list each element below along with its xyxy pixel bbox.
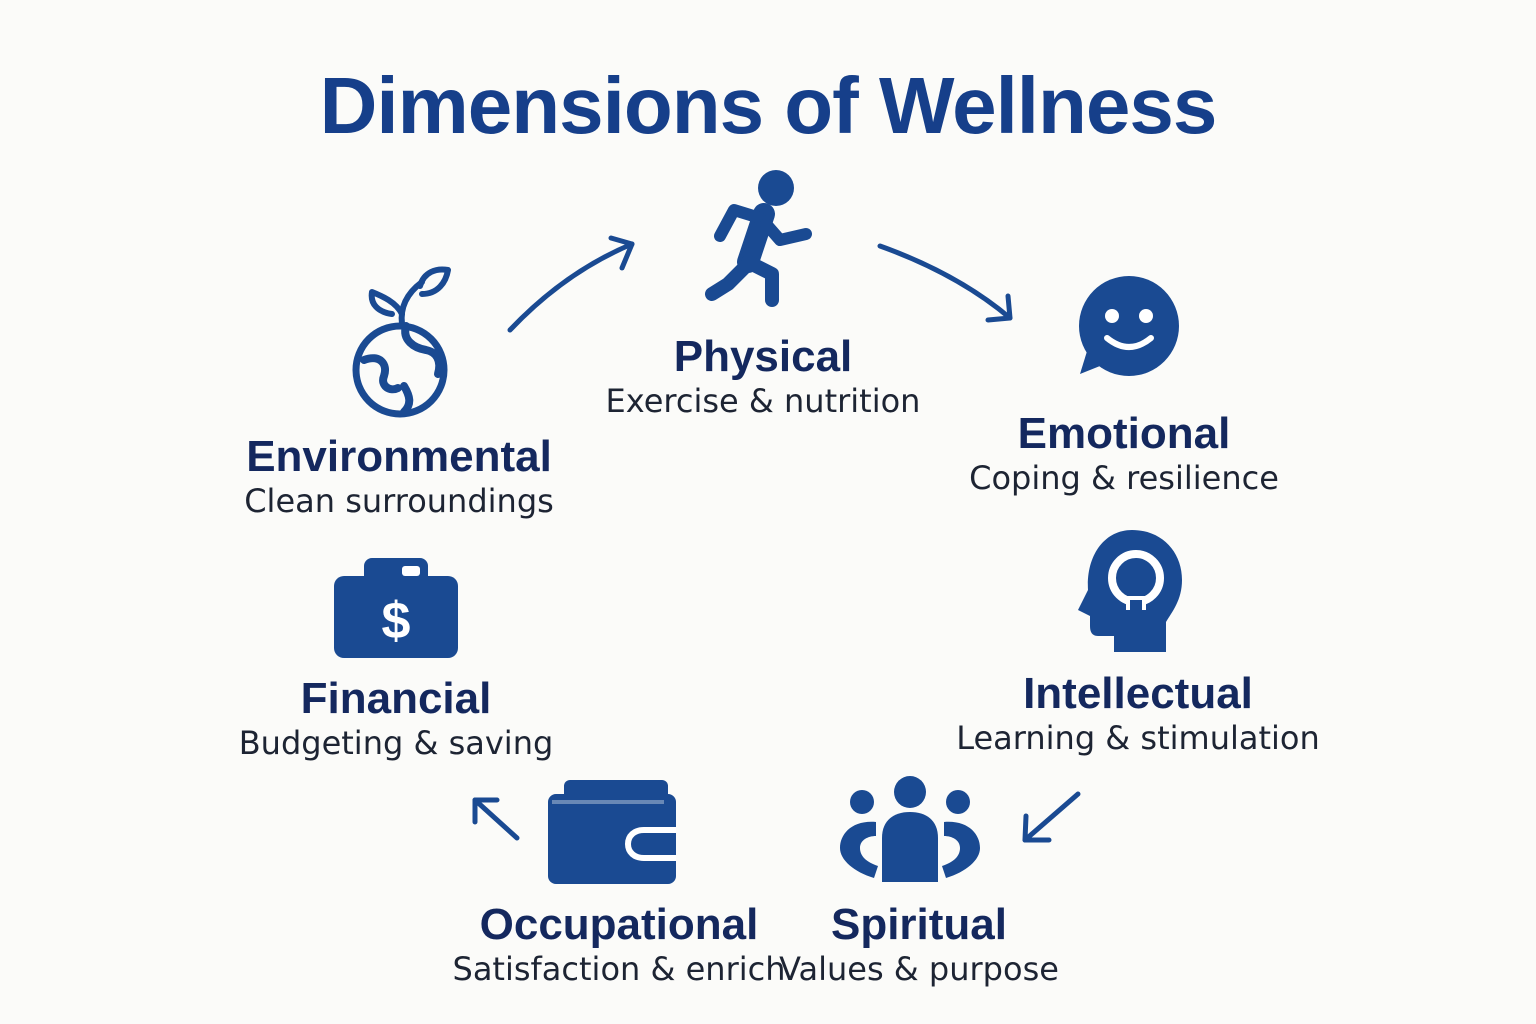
dimension-name: Financial	[300, 674, 492, 723]
dimension-description: Clean surroundings	[244, 482, 554, 521]
dimension-description: Learning & stimulation	[956, 719, 1320, 758]
dimension-environmental: Environmental Clean surroundings	[244, 432, 554, 523]
dimension-occupational: Occupational Satisfaction & enrich	[452, 900, 786, 991]
dimension-description: Exercise & nutrition	[605, 382, 921, 421]
community-people-icon	[840, 776, 980, 882]
arrow-physical-to-emotional	[877, 243, 1013, 323]
dimension-name: Environmental	[246, 432, 552, 481]
smiley-speech-bubble-icon	[1079, 276, 1179, 376]
dimension-name: Spiritual	[830, 900, 1008, 949]
diagram-title: Dimensions of Wellness	[319, 61, 1218, 150]
running-person-icon	[705, 170, 812, 307]
dimension-spiritual: Spiritual Values & purpose	[779, 900, 1059, 991]
dimension-name: Physical	[673, 332, 853, 381]
dimension-description: Satisfaction & enrich	[452, 950, 786, 989]
arrow-intellectual-to-spiritual	[1022, 791, 1081, 843]
wallet-icon	[548, 780, 676, 884]
dimension-name: Intellectual	[1023, 669, 1253, 718]
svg-text:$: $	[382, 592, 411, 650]
dimension-financial: Financial Budgeting & saving	[238, 674, 554, 765]
dimension-physical: Physical Exercise & nutrition	[605, 332, 921, 423]
dimension-description: Coping & resilience	[969, 459, 1279, 498]
arrow-environmental-to-physical	[507, 235, 635, 333]
head-lightbulb-icon	[1078, 530, 1182, 652]
dimension-description: Values & purpose	[779, 950, 1059, 989]
dimension-emotional: Emotional Coping & resilience	[969, 409, 1279, 500]
arrow-occupational-to-financial	[472, 797, 520, 841]
money-bag-icon: $	[334, 558, 458, 658]
dimension-name: Occupational	[479, 900, 759, 949]
globe-sprout-icon	[352, 266, 451, 418]
dimension-description: Budgeting & saving	[238, 724, 554, 763]
dimension-intellectual: Intellectual Learning & stimulation	[956, 669, 1320, 760]
dimension-name: Emotional	[1017, 409, 1231, 458]
